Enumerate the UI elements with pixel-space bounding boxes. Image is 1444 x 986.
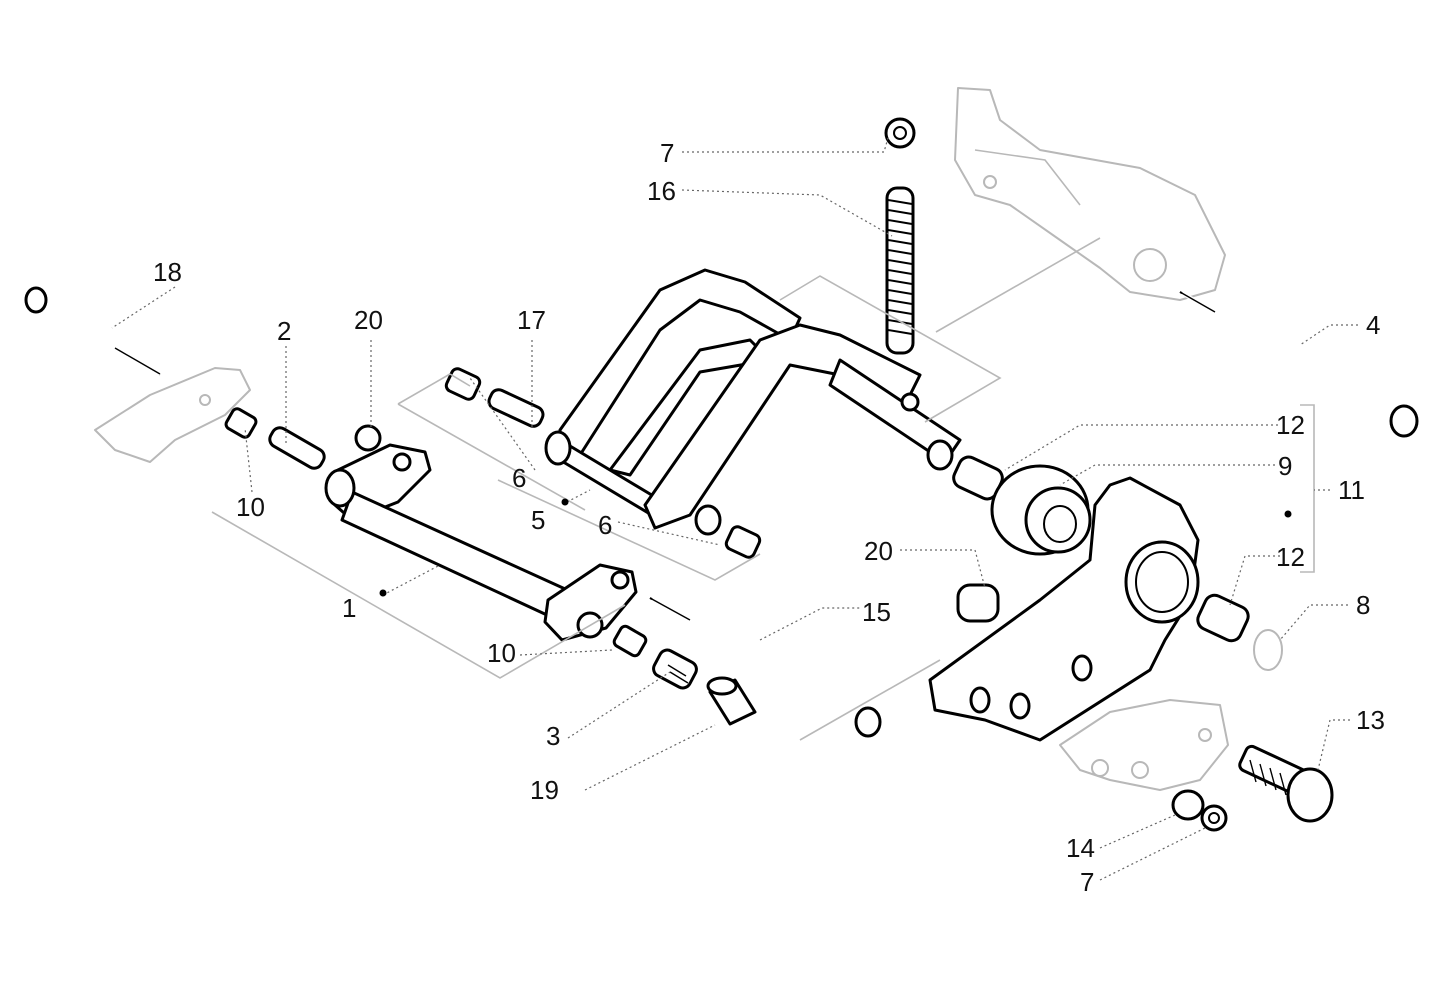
part-15-bolt bbox=[649, 597, 882, 738]
chassis-bracket-left-ghost bbox=[94, 367, 251, 463]
callout-7a: 7 bbox=[660, 138, 674, 168]
callout-10a: 10 bbox=[236, 492, 265, 522]
part-12-bushing-lower bbox=[1196, 593, 1250, 643]
part-14-washer bbox=[1171, 789, 1205, 821]
callout-5: 5 bbox=[531, 505, 545, 535]
callout-19: 19 bbox=[530, 775, 559, 805]
callout-6b: 6 bbox=[598, 510, 612, 540]
part-4-bolt bbox=[1179, 291, 1419, 438]
group-marker-dot-1 bbox=[379, 589, 387, 597]
part-1-swingarm-shaft bbox=[324, 443, 638, 642]
callout-13: 13 bbox=[1356, 705, 1385, 735]
part-11-bracket bbox=[928, 476, 1200, 742]
callout-1: 1 bbox=[342, 593, 356, 623]
callout-20b: 20 bbox=[864, 536, 893, 566]
frame-bracket-ghost bbox=[954, 87, 1226, 301]
callout-2: 2 bbox=[277, 316, 291, 346]
part-18-bolt bbox=[24, 286, 162, 377]
part-3-threaded-insert bbox=[652, 648, 698, 690]
callout-labels: 1 2 3 4 5 6 6 7 7 8 9 10 10 11 12 12 13 … bbox=[153, 138, 1385, 897]
part-8-circlip bbox=[1253, 629, 1283, 671]
part-6-bushing-lower bbox=[724, 525, 762, 559]
part-17-pin bbox=[487, 388, 545, 428]
part-6-bushing-upper bbox=[444, 367, 482, 401]
callout-10b: 10 bbox=[487, 638, 516, 668]
part-9-silent-block bbox=[990, 464, 1092, 556]
callout-14: 14 bbox=[1066, 833, 1095, 863]
part-7-nut-bottom bbox=[1200, 804, 1228, 832]
part-13-bolt bbox=[1238, 744, 1334, 823]
group-marker-dot-5 bbox=[561, 498, 569, 506]
part-7-nut-top bbox=[884, 117, 916, 149]
leader-lines bbox=[111, 137, 1358, 881]
part-20-washer-right bbox=[956, 583, 1000, 623]
group-brackets bbox=[211, 237, 1315, 741]
part-20-washer-left bbox=[354, 424, 382, 452]
part-19-spacer bbox=[706, 676, 757, 726]
callout-6a: 6 bbox=[512, 463, 526, 493]
callout-16: 16 bbox=[647, 176, 676, 206]
part-10-bushing-lower bbox=[612, 624, 648, 658]
part-5-link-yoke bbox=[544, 268, 962, 536]
callout-11: 11 bbox=[1338, 475, 1365, 505]
callout-12b: 12 bbox=[1276, 542, 1305, 572]
group-marker-dot-11 bbox=[1284, 510, 1292, 518]
callout-9: 9 bbox=[1278, 451, 1292, 481]
callout-3: 3 bbox=[546, 721, 560, 751]
callout-17: 17 bbox=[517, 305, 546, 335]
chassis-bracket-right-ghost bbox=[1059, 699, 1229, 791]
callout-20a: 20 bbox=[354, 305, 383, 335]
callout-8: 8 bbox=[1356, 590, 1370, 620]
part-10-bushing-upper bbox=[224, 407, 258, 439]
callout-4: 4 bbox=[1366, 310, 1380, 340]
part-2-pin bbox=[268, 426, 326, 470]
callout-7b: 7 bbox=[1080, 867, 1094, 897]
callout-18: 18 bbox=[153, 257, 182, 287]
callout-12a: 12 bbox=[1276, 410, 1305, 440]
callout-15: 15 bbox=[862, 597, 891, 627]
part-16-spring bbox=[885, 186, 915, 355]
